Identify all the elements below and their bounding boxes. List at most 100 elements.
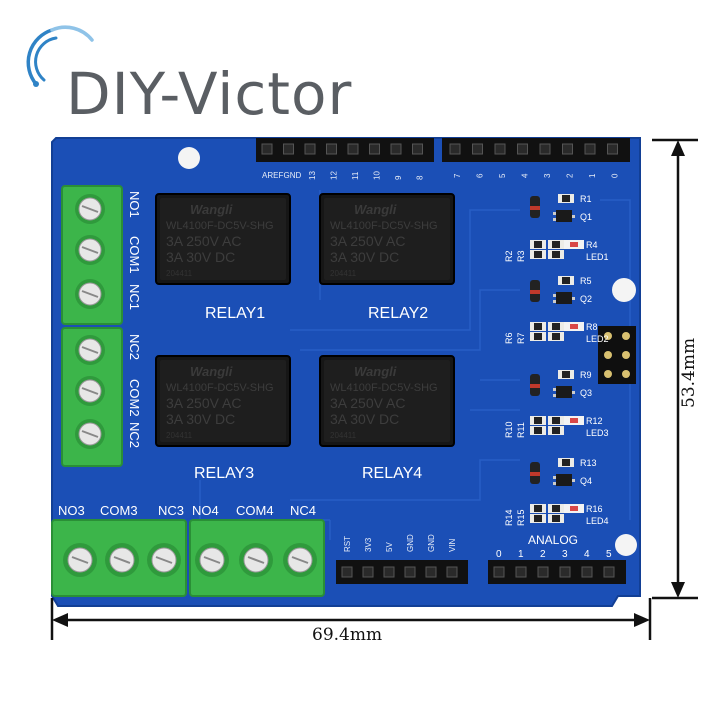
power-pin-label: RST bbox=[343, 536, 352, 552]
terminal-label: COM3 bbox=[100, 503, 138, 518]
component-label: R1 bbox=[580, 194, 592, 204]
terminal-screw[interactable] bbox=[75, 279, 105, 309]
relay-label: RELAY2 bbox=[368, 305, 428, 322]
mounting-hole bbox=[178, 147, 200, 169]
smd-led bbox=[564, 416, 584, 425]
header-pin bbox=[362, 566, 374, 578]
header-pin bbox=[304, 143, 316, 155]
component-label: R3 bbox=[516, 250, 526, 262]
header-pin bbox=[347, 143, 359, 155]
icsp-header bbox=[598, 326, 636, 384]
analog-pin-label: 2 bbox=[540, 549, 546, 560]
smd-resistor bbox=[558, 194, 574, 203]
smd-resistor bbox=[530, 426, 546, 435]
header-pin bbox=[559, 566, 571, 578]
relay-code: 204411 bbox=[330, 269, 357, 278]
header-pin bbox=[404, 566, 416, 578]
terminal-screw[interactable] bbox=[105, 543, 139, 577]
smd-resistor bbox=[548, 416, 564, 425]
relay-rating-dc: 3A 30V DC bbox=[330, 411, 399, 427]
width-dimension bbox=[50, 598, 652, 640]
width-label: 69.4mm bbox=[312, 625, 382, 645]
component-label: R9 bbox=[580, 370, 592, 380]
relay-brand: Wangli bbox=[190, 202, 233, 217]
brand-name: DIY-Victor bbox=[66, 60, 353, 128]
header-pin bbox=[412, 143, 423, 155]
component-label: LED4 bbox=[586, 516, 609, 526]
terminal-screw[interactable] bbox=[75, 419, 105, 449]
relay-rating-ac: 3A 250V AC bbox=[330, 395, 406, 411]
terminal-screw[interactable] bbox=[195, 543, 229, 577]
terminal-label: COM1 bbox=[127, 236, 142, 274]
smd-resistor bbox=[548, 332, 564, 341]
component-label: R15 bbox=[516, 509, 526, 526]
top-pin-label: 1 bbox=[588, 173, 597, 178]
terminal-label: COM4 bbox=[236, 503, 274, 518]
relay-brand: Wangli bbox=[354, 364, 397, 379]
terminal-screw[interactable] bbox=[147, 543, 181, 577]
component-label: R14 bbox=[504, 509, 514, 526]
terminal-screw[interactable] bbox=[283, 543, 317, 577]
terminal-screw[interactable] bbox=[75, 194, 105, 224]
brand-logo: DIY-Victor bbox=[22, 22, 392, 128]
height-label: 53.4mm bbox=[679, 338, 699, 408]
terminal-screw[interactable] bbox=[75, 335, 105, 365]
transistor bbox=[553, 292, 575, 304]
terminal-label: COM2 bbox=[127, 379, 142, 417]
transistor bbox=[553, 386, 575, 398]
component-label: R12 bbox=[586, 416, 603, 426]
smd-resistor bbox=[558, 458, 574, 467]
top-pin-label: 5 bbox=[498, 173, 507, 178]
terminal-screw[interactable] bbox=[239, 543, 273, 577]
component-label: R11 bbox=[516, 422, 526, 438]
header-pin bbox=[494, 143, 506, 155]
smd-resistor bbox=[548, 240, 564, 249]
top-pin-label: 13 bbox=[308, 171, 317, 180]
header-pin bbox=[539, 143, 551, 155]
relay-brand: Wangli bbox=[190, 364, 233, 379]
relay-code: 204411 bbox=[330, 431, 357, 440]
header-pin bbox=[446, 566, 458, 578]
terminal-label: NC1 bbox=[127, 284, 142, 310]
relay-model: WL4100F-DC5V-SHG bbox=[330, 220, 438, 232]
header-pin bbox=[369, 143, 380, 155]
smd-resistor bbox=[548, 514, 564, 523]
mounting-hole bbox=[612, 278, 636, 302]
header-pin bbox=[517, 143, 528, 155]
component-label: R16 bbox=[586, 504, 603, 514]
logo-ring-icon bbox=[26, 25, 94, 87]
diode bbox=[530, 462, 540, 484]
component-label: Q4 bbox=[580, 476, 592, 486]
terminal-screw[interactable] bbox=[75, 376, 105, 406]
terminal-screw[interactable] bbox=[63, 543, 97, 577]
diode bbox=[530, 280, 540, 302]
analog-pin-label: 0 bbox=[496, 549, 502, 560]
terminal-screw[interactable] bbox=[75, 235, 105, 265]
power-pin-label: 3V3 bbox=[364, 537, 373, 552]
header-pin bbox=[449, 143, 461, 155]
smd-led bbox=[564, 240, 584, 249]
smd-resistor bbox=[530, 332, 546, 341]
relay-code: 204411 bbox=[166, 269, 193, 278]
top-header-right bbox=[442, 138, 630, 162]
component-label: R4 bbox=[586, 240, 598, 250]
terminal-label: NO4 bbox=[192, 503, 219, 518]
header-pin bbox=[425, 566, 437, 578]
top-pin-label: 3 bbox=[543, 173, 552, 178]
diode bbox=[530, 374, 540, 396]
header-pin bbox=[603, 566, 615, 578]
top-pin-label: 8 bbox=[416, 175, 425, 180]
power-pin-label: GND bbox=[427, 534, 436, 552]
relay-rating-ac: 3A 250V AC bbox=[166, 395, 242, 411]
top-pin-label: GND bbox=[284, 171, 302, 180]
component-label: R2 bbox=[504, 250, 514, 262]
header-pin bbox=[562, 143, 573, 155]
component-label: Q3 bbox=[580, 388, 592, 398]
header-pin bbox=[581, 566, 593, 578]
smd-resistor bbox=[530, 416, 546, 425]
component-label: LED3 bbox=[586, 428, 609, 438]
transistor bbox=[553, 474, 575, 486]
